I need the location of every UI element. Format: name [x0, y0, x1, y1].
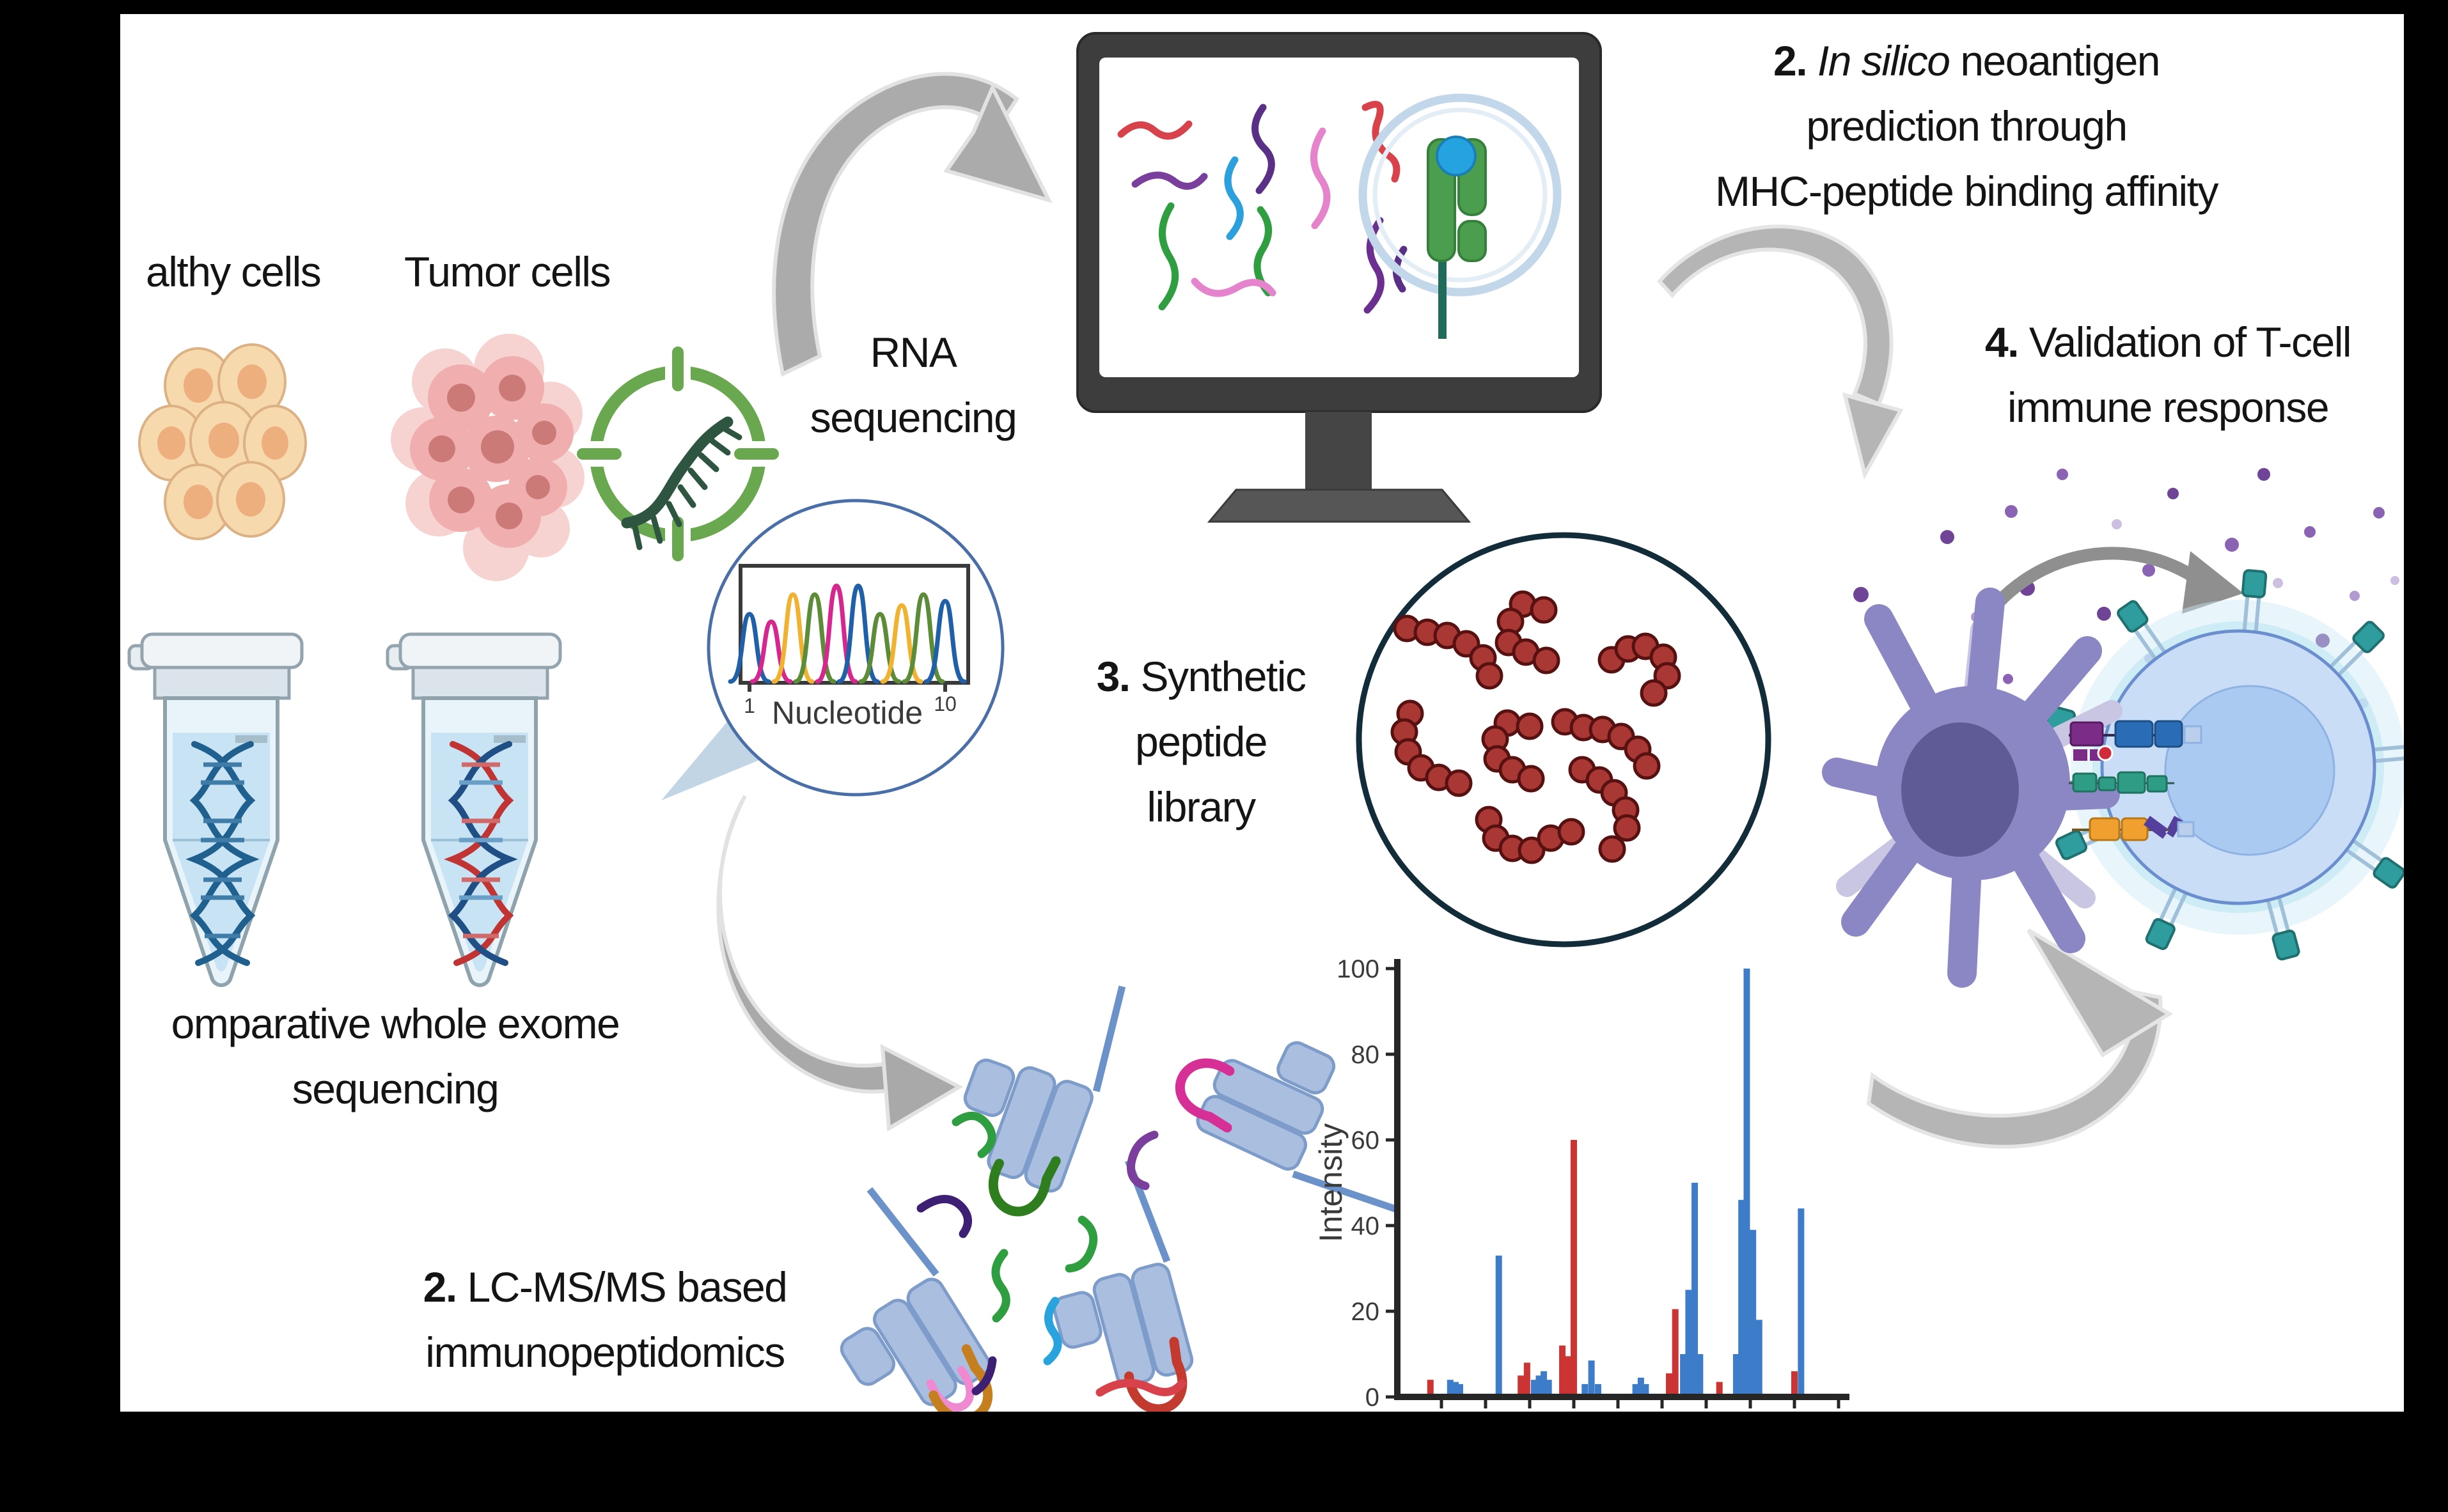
- chromatogram-xlabel: Nucleotide: [772, 695, 923, 731]
- monitor-icon: [1076, 32, 1602, 523]
- peptide-library-icon: [1356, 532, 1771, 947]
- curved-arrow-to-monitor-icon: [772, 72, 1053, 377]
- svg-text:40: 40: [1351, 1212, 1380, 1240]
- svg-text:100: 100: [1337, 955, 1379, 983]
- peptide-squiggles-icon: [1117, 100, 1408, 314]
- spectrum-ylabel: Intensity: [1313, 1123, 1349, 1242]
- chromatogram-last-tick: 10: [934, 692, 957, 715]
- curved-arrow-to-validation-icon: [1656, 224, 1904, 480]
- tumor-cells-icon: [391, 334, 585, 581]
- curved-arrow-to-tcell-icon: [1866, 928, 2173, 1149]
- mhc-molecule-icon: [1358, 93, 1562, 339]
- tumor-cells-label: Tumor cells: [404, 248, 611, 295]
- curved-arrow-to-immunopeptidomics-icon: [716, 795, 964, 1132]
- figure-panel: althy cells Tumor cells RNA sequencing o…: [120, 14, 2404, 1412]
- svg-text:80: 80: [1351, 1041, 1380, 1069]
- free-peptides-icon: [916, 1111, 1186, 1397]
- healthy-dna-tube-icon: [127, 632, 304, 987]
- synapse-receptors-icon: [2069, 720, 2202, 841]
- dendritic-cell-icon: [1822, 588, 2122, 988]
- tcell-validation-icon: [1822, 468, 2404, 988]
- step4-validation-label: 4. Validation of T-cell immune response: [1984, 318, 2352, 431]
- chromatogram-first-tick: 1: [744, 694, 755, 717]
- chromatogram-icon: 1 10 Nucleotide: [661, 499, 1005, 800]
- step2-prediction-label: 2. In silico neoantigen prediction throu…: [1715, 37, 2218, 215]
- svg-text:0: 0: [1365, 1383, 1379, 1412]
- step2-lcms-label: 2. LC-MS/MS based immunopeptidomics: [423, 1263, 788, 1376]
- wes-label: omparative whole exome sequencing: [171, 1000, 620, 1112]
- tumor-dna-tube-icon: [386, 632, 562, 987]
- svg-text:20: 20: [1351, 1298, 1380, 1326]
- rna-sequencing-label: RNA sequencing: [810, 329, 1017, 441]
- svg-text:60: 60: [1351, 1126, 1380, 1155]
- healthy-cells-label: althy cells: [146, 248, 322, 295]
- healthy-cells-icon: [138, 343, 307, 540]
- mhc-peptide-scene-icon: [840, 985, 1397, 1412]
- step3-peptide-library-label: 3. Synthetic peptide library: [1096, 653, 1306, 830]
- rna-target-icon: [577, 347, 779, 561]
- loading-arrow-icon: [2182, 551, 2243, 614]
